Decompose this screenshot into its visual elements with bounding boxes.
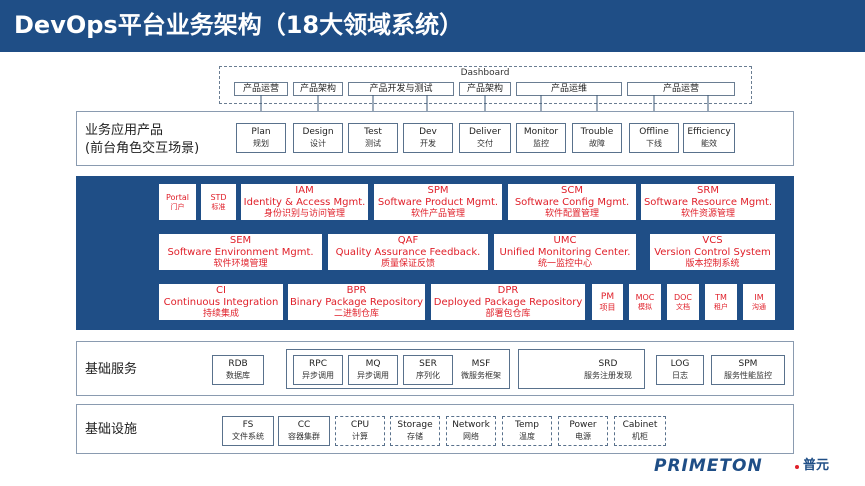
dashboard-pill-product-ops-2[interactable]: 产品运营 [627,82,735,96]
infra-cc[interactable]: CC 容器集群 [278,416,330,446]
infra-network[interactable]: Network 网络 [446,416,496,446]
business-item-plan[interactable]: Plan 规划 [236,123,286,153]
domain-srm[interactable]: SRM Software Resource Mgmt. 软件资源管理 [641,184,775,220]
service-rdb[interactable]: RDB 数据库 [212,355,264,385]
service-mq[interactable]: MQ 异步调用 [348,355,398,385]
infrastructure-label: 基础设施 [85,422,138,437]
domain-doc[interactable]: DOC 文档 [667,284,699,320]
domain-spm[interactable]: SPM Software Product Mgmt. 软件产品管理 [374,184,502,220]
domain-pm[interactable]: PM 项目 [592,284,623,320]
domain-moc[interactable]: MOC 模拟 [629,284,661,320]
basic-services-label: 基础服务 [85,362,138,377]
page-title: DevOps平台业务架构（18大领域系统） [14,11,464,39]
infra-cabinet[interactable]: Cabinet 机柜 [614,416,666,446]
service-log[interactable]: LOG 日志 [656,355,704,385]
business-item-efficiency[interactable]: Efficiency 能效 [683,123,735,153]
business-item-offline[interactable]: Offline 下线 [629,123,679,153]
domain-tm[interactable]: TM 租户 [705,284,737,320]
domain-umc[interactable]: UMC Unified Monitoring Center. 统一监控中心 [494,234,636,270]
dashboard-pill-dev-test[interactable]: 产品开发与测试 [348,82,454,96]
infra-temp[interactable]: Temp 温度 [502,416,552,446]
service-rpc[interactable]: RPC 异步调用 [293,355,343,385]
business-item-trouble[interactable]: Trouble 故障 [572,123,622,153]
domain-im[interactable]: IM 沟通 [743,284,775,320]
primeton-logo: PRIMETON [654,456,763,476]
business-tier-label-line2: (前台角色交互场景) [85,141,200,156]
business-item-test[interactable]: Test 测试 [348,123,398,153]
service-ser[interactable]: SER 序列化 [403,355,453,385]
service-msf: MSF 微服务框架 [456,355,506,385]
service-spm[interactable]: SPM 服务性能监控 [711,355,785,385]
logo-dot [795,465,799,469]
domain-scm[interactable]: SCM Software Config Mgmt. 软件配置管理 [508,184,636,220]
domain-iam[interactable]: IAM Identity & Access Mgmt. 身份识别与访问管理 [241,184,368,220]
infra-storage[interactable]: Storage 存储 [390,416,440,446]
business-item-dev[interactable]: Dev 开发 [403,123,453,153]
domain-dpr[interactable]: DPR Deployed Package Repository 部署包仓库 [431,284,585,320]
domain-std[interactable]: STD 标准 [201,184,236,220]
business-item-design[interactable]: Design 设计 [293,123,343,153]
service-srd[interactable]: SRD 服务注册发现 [574,355,642,385]
business-item-monitor[interactable]: Monitor 监控 [516,123,566,153]
domain-ci[interactable]: CI Continuous Integration 持续集成 [159,284,283,320]
dashboard-pill-product-operations[interactable]: 产品运维 [516,82,622,96]
infra-cpu[interactable]: CPU 计算 [335,416,385,446]
domain-bpr[interactable]: BPR Binary Package Repository 二进制仓库 [288,284,425,320]
domain-sem[interactable]: SEM Software Environment Mgmt. 软件环境管理 [159,234,322,270]
title-bar [0,0,865,52]
business-item-deliver[interactable]: Deliver 交付 [459,123,511,153]
infra-fs[interactable]: FS 文件系统 [222,416,274,446]
domain-portal[interactable]: Portal 门户 [159,184,196,220]
infra-power[interactable]: Power 电源 [558,416,608,446]
dashboard-label: Dashboard [460,68,510,78]
business-tier-label-line1: 业务应用产品 [85,123,164,138]
domain-vcs[interactable]: VCS Version Control System 版本控制系统 [650,234,775,270]
domain-qaf[interactable]: QAF Quality Assurance Feedback. 质量保证反馈 [328,234,488,270]
primeton-logo-cn: 普元 [803,458,830,473]
